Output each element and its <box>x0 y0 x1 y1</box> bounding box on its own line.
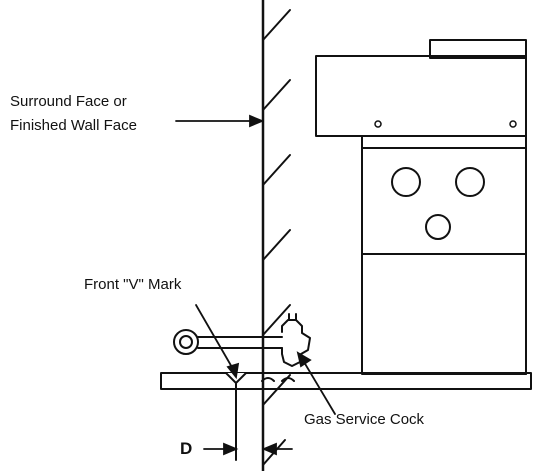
gas-service-cock-label: Gas Service Cock <box>304 411 425 428</box>
surround-face-label-line2: Finished Wall Face <box>10 117 137 134</box>
wall-face <box>261 0 291 471</box>
front-v-mark-label: Front "V" Mark <box>84 276 182 293</box>
appliance-body <box>315 39 527 375</box>
dimension-d-label: D <box>180 439 193 458</box>
gas-pipe <box>173 313 311 367</box>
surround-face-arrow <box>175 114 265 128</box>
front-v-mark-arrow <box>195 304 240 380</box>
base-plate <box>160 372 532 390</box>
dimension-d-right-arrow <box>261 442 293 456</box>
surround-face-label-line1: Surround Face or <box>10 93 127 110</box>
dimension-d-left-arrow <box>203 442 239 456</box>
dimension-d-markers <box>235 383 264 461</box>
gas-service-cock-arrow <box>296 351 336 415</box>
